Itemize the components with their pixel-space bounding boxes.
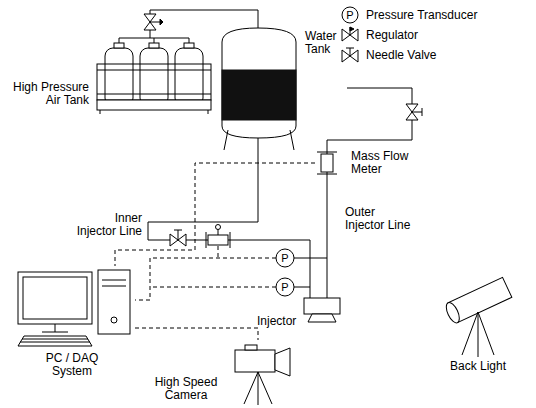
legend-transducer-sample (342, 7, 358, 23)
pc-daq: PC / DAQ System (10, 266, 135, 384)
high-speed-camera (235, 345, 290, 405)
legend-text: Regulator (366, 28, 418, 42)
component-label: Mass Flow Meter (351, 150, 413, 176)
line-label: Inner Injector Line (74, 212, 142, 238)
legend-text: Needle Valve (366, 48, 437, 62)
legend-regulator-sample (342, 27, 358, 41)
back-light (444, 277, 512, 357)
transducer-letter: P (277, 280, 293, 294)
air-tank-rack (97, 35, 211, 114)
transducer-letter: P (342, 8, 358, 22)
component-label: PC / DAQ System (40, 352, 104, 378)
component-label: Injector (257, 315, 307, 328)
line-label: Outer Injector Line (345, 206, 413, 232)
signal-wire (135, 246, 276, 300)
signal-wire (115, 163, 315, 266)
component-label: Water Tank (305, 30, 345, 56)
needle-valve-symbol (170, 230, 186, 246)
pc-daq (18, 270, 130, 346)
legend-text: Pressure Transducer (366, 8, 477, 22)
flow-meter-symbol (206, 225, 230, 249)
injector-symbol (304, 298, 340, 322)
air-tank: High Pressure Air Tank (5, 35, 215, 115)
signal-wire (135, 328, 258, 340)
transducer-letter: P (277, 251, 293, 265)
outer-injector-pipe (327, 88, 412, 148)
needle-valve-symbol (406, 104, 422, 120)
inner-injector-pipe (148, 152, 310, 298)
legend-needle-valve-sample (342, 48, 358, 62)
back-light: Back Light (432, 272, 530, 376)
pressure-transducer-symbol (276, 249, 327, 296)
high-speed-camera: High Speed Camera (150, 340, 295, 404)
injector: Injector (255, 298, 345, 330)
regulator-symbol (144, 14, 163, 30)
outer-injector-pipe (327, 178, 328, 298)
water-tank: Water Tank (213, 22, 347, 152)
mass-flow-meter: Mass Flow Meter (315, 148, 415, 178)
component-label: Back Light (450, 360, 528, 373)
water-tank (222, 22, 296, 152)
component-label: High Speed Camera (152, 376, 220, 402)
component-label: High Pressure Air Tank (5, 81, 89, 107)
mass-flow-meter-symbol (317, 148, 337, 178)
